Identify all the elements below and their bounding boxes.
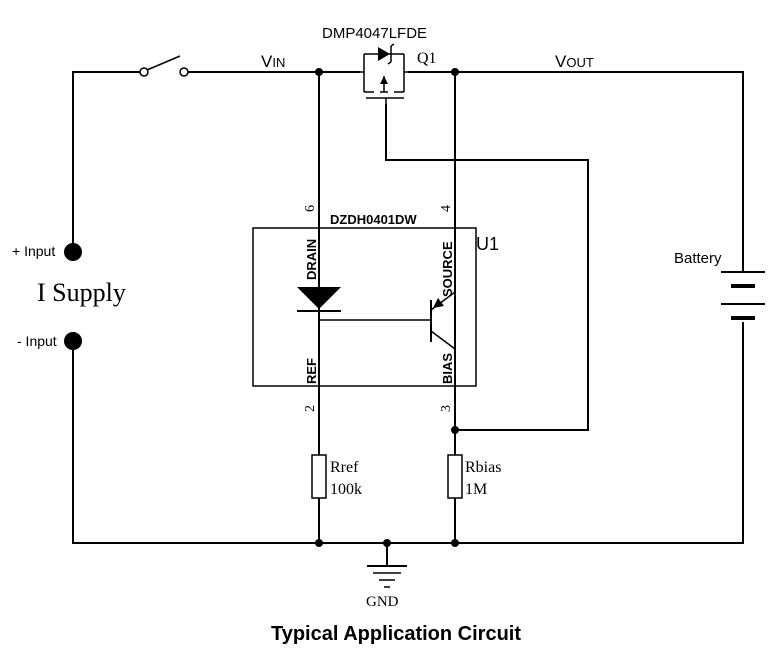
rref-name-label: Rref	[330, 459, 359, 476]
pin-ref-label: REF	[304, 358, 319, 384]
ic-ref-label: U1	[476, 234, 499, 254]
ic-u1	[252, 227, 477, 387]
junction-vout	[451, 68, 459, 76]
pin-4-label: 4	[439, 205, 454, 212]
mosfet-q1	[360, 43, 408, 104]
pin-drain-label: DRAIN	[304, 239, 319, 280]
vout-label: VOUT	[555, 52, 594, 71]
mosfet-ref-label: Q1	[417, 50, 437, 67]
pin-2-label: 2	[303, 405, 318, 412]
ic-part-label: DZDH0401DW	[330, 212, 417, 227]
caption: Typical Application Circuit	[271, 623, 521, 645]
rbias-value-label: 1M	[465, 481, 487, 498]
plus-input-terminal	[64, 243, 82, 261]
plus-input-label: + Input	[12, 243, 55, 259]
ground-icon	[367, 565, 407, 588]
rref-value-label: 100k	[330, 481, 362, 498]
mosfet-part-label: DMP4047LFDE	[322, 25, 427, 42]
junction-bias	[451, 426, 459, 434]
junctions	[315, 68, 459, 547]
minus-input-label: - Input	[17, 333, 57, 349]
battery-label: Battery	[674, 250, 722, 267]
resistor-rref	[311, 454, 327, 499]
vin-label: VIN	[261, 52, 285, 71]
minus-input-terminal	[64, 332, 82, 350]
battery-symbol	[721, 271, 765, 320]
drain-diode	[297, 287, 341, 309]
wiring	[72, 55, 744, 566]
supply-label: I Supply	[37, 278, 126, 307]
junction-vin	[315, 68, 323, 76]
junction-gnd-ref	[315, 539, 323, 547]
resistor-rbias	[447, 454, 463, 499]
pin-3-label: 3	[439, 405, 454, 412]
gnd-label: GND	[366, 594, 399, 610]
rbias-name-label: Rbias	[465, 459, 501, 476]
pin-bias-label: BIAS	[440, 353, 455, 384]
switch	[139, 55, 189, 77]
junction-gnd-center	[383, 539, 391, 547]
junction-gnd-bias	[451, 539, 459, 547]
pin-6-label: 6	[303, 205, 318, 212]
pin-source-label: SOURCE	[440, 241, 455, 297]
